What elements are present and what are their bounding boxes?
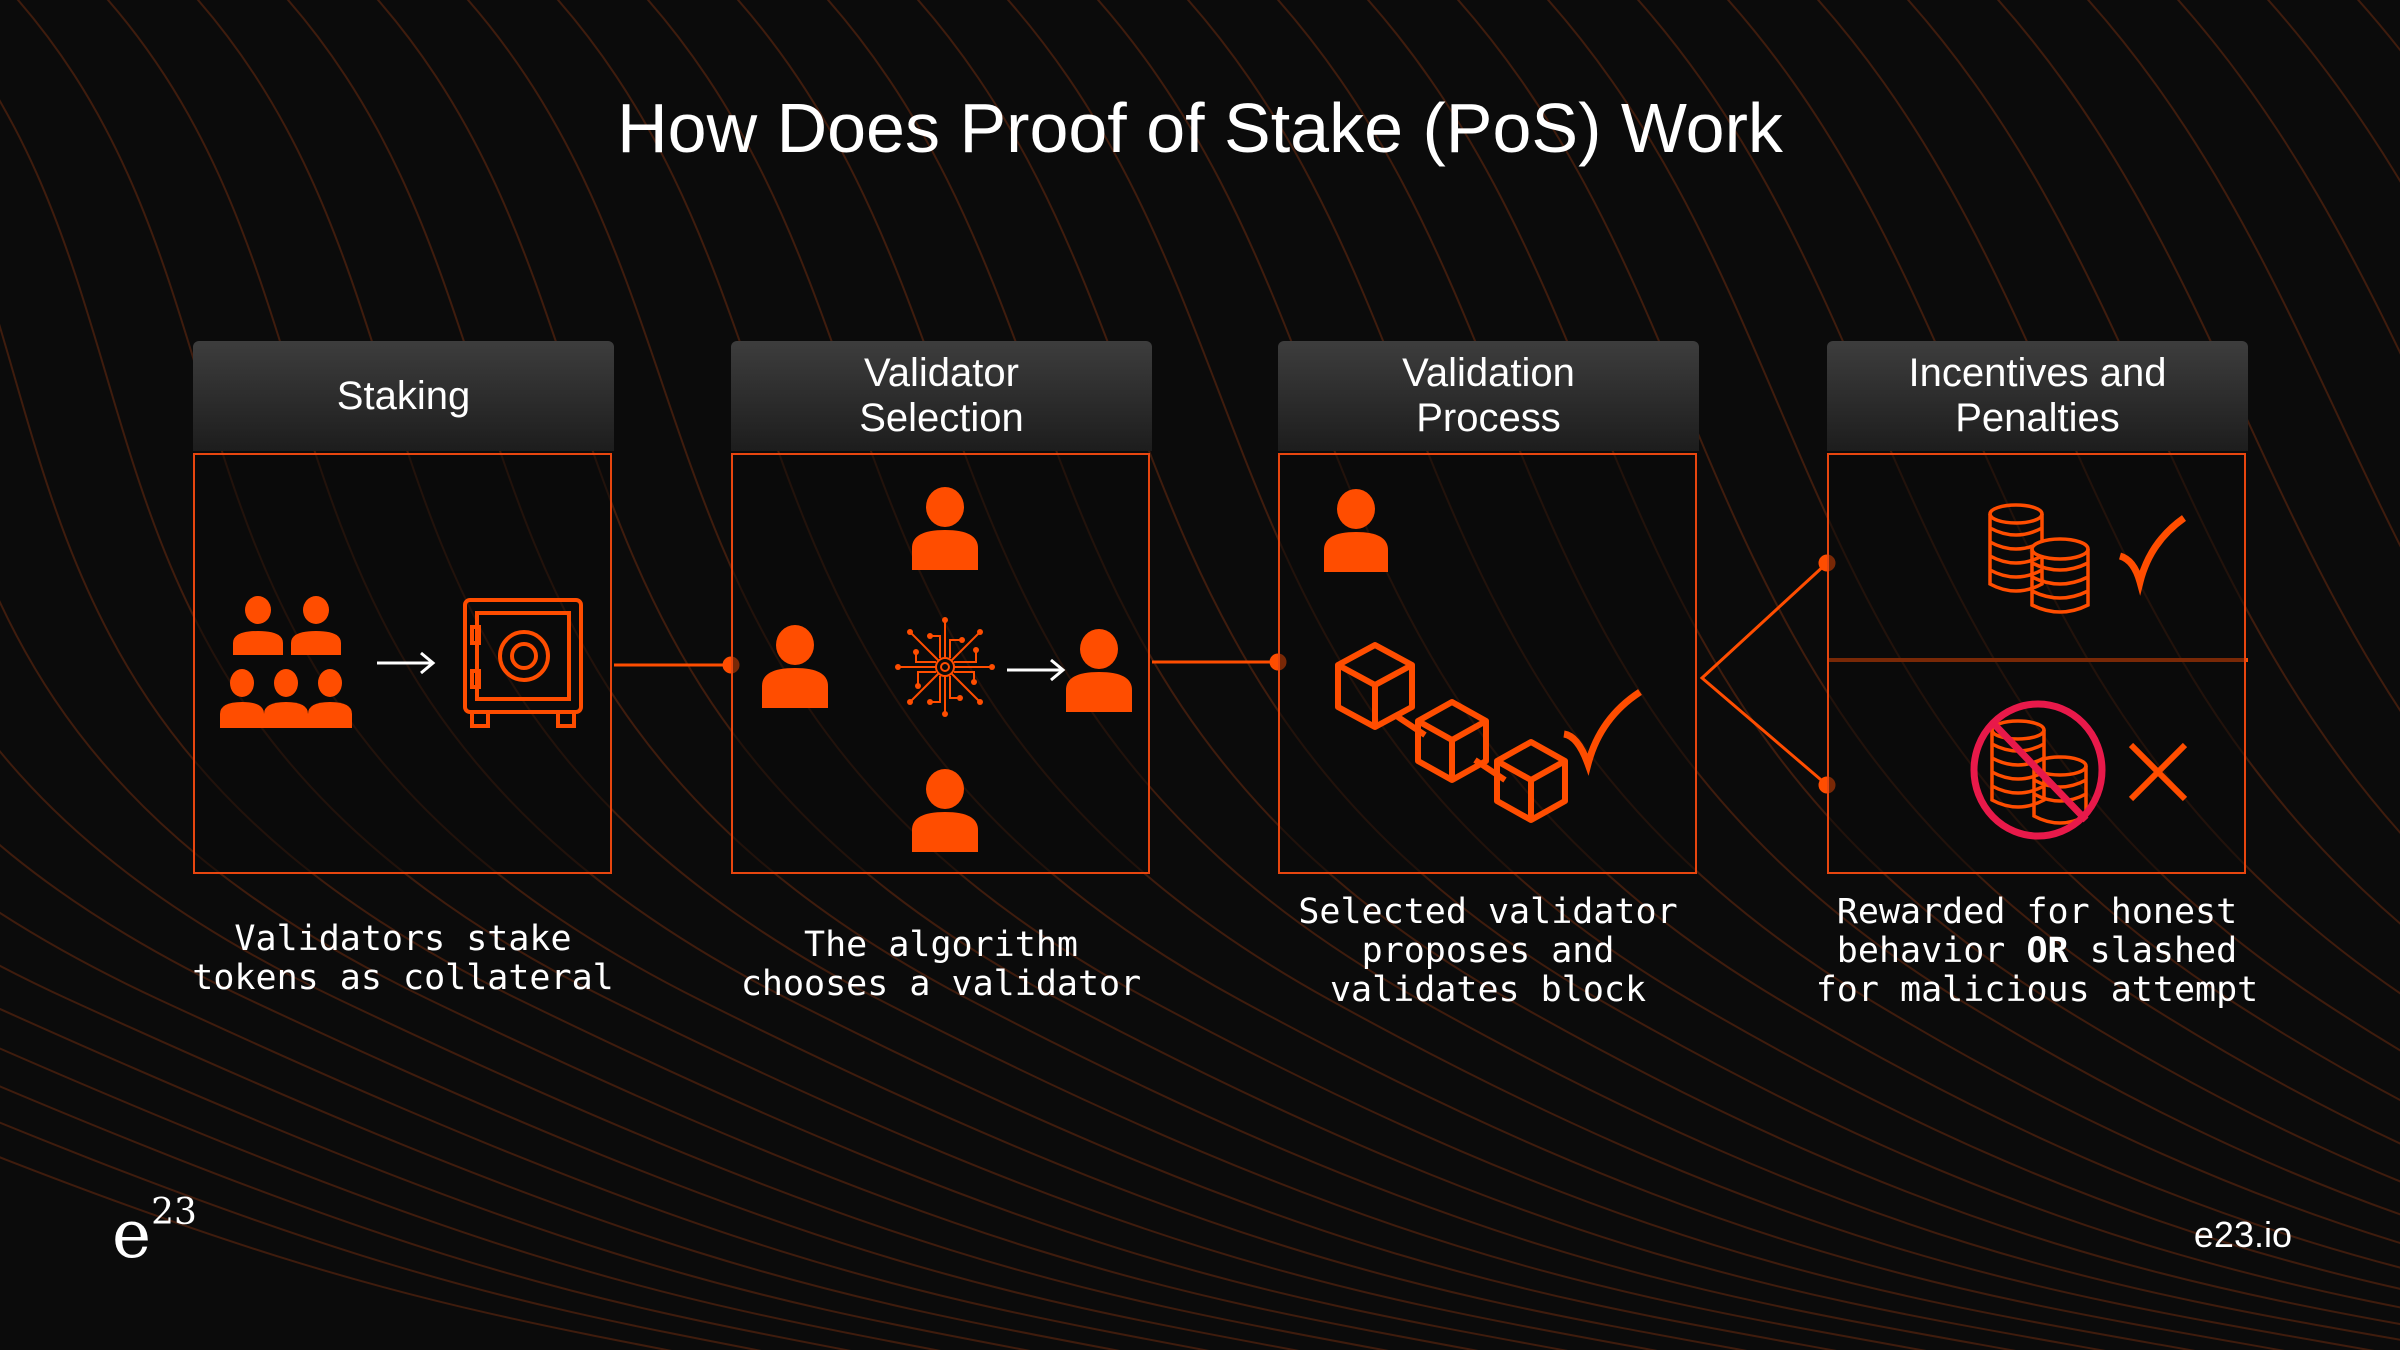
safe-vault-icon: [463, 598, 583, 728]
algorithm-circuit-icon: [895, 617, 995, 717]
contour-line: [1546, 0, 2400, 1102]
contour-line: [0, 99, 1658, 1350]
contour-line: [826, 0, 2400, 1326]
validator-candidate-icon: [912, 487, 978, 570]
contour-line: [0, 600, 1479, 1350]
caption-text: Rewarded for honest behavior: [1836, 892, 2238, 971]
contour-line: [736, 0, 2400, 1341]
contour-line: [0, 843, 1300, 1350]
contour-line: [0, 964, 1120, 1350]
contour-line: [916, 0, 2400, 1309]
logo-superscript: 23: [151, 1192, 197, 1233]
contour-line: [106, 0, 1837, 1350]
step-caption-staking: Validators stake tokens as collateral: [192, 919, 614, 998]
validator-candidate-icon: [912, 769, 978, 852]
contour-line: [646, 0, 2375, 1350]
contour-line: [1456, 0, 2400, 1145]
checkmark-icon: [2118, 515, 2187, 596]
validators-group-icon: [220, 596, 352, 728]
step-header-incentives-penalties: Incentives and Penalties: [1827, 341, 2248, 451]
selected-validator-icon: [1066, 629, 1132, 712]
reward-coins-icon: [1988, 503, 2090, 614]
step-header-validator-selection: Validator Selection: [731, 341, 1152, 451]
contour-line: [1006, 0, 2400, 1290]
e23-logo: e23: [112, 1192, 197, 1273]
validator-icon: [1324, 489, 1388, 572]
contour-line: [1276, 0, 2400, 1216]
contour-line: [1816, 0, 2400, 925]
step-caption-validation-process: Selected validator proposes and validate…: [1298, 892, 1678, 1010]
slashed-coins-icon: [1970, 700, 2106, 840]
contour-line: [376, 0, 2106, 1350]
contour-line: [1636, 0, 2400, 1052]
contour-line: [286, 0, 2017, 1350]
contour-line: [1726, 0, 2400, 995]
contour-line: [556, 0, 2286, 1350]
step-caption-validator-selection: The algorithm chooses a validator: [740, 925, 1142, 1004]
arrow-right-icon: [377, 651, 436, 675]
contour-line: [16, 0, 1748, 1350]
step-header-validation-process: Validation Process: [1278, 341, 1699, 451]
contour-line: [196, 0, 1927, 1350]
caption-text: slashed for malicious attempt: [1815, 931, 2259, 1010]
contour-line: [1366, 0, 2400, 1183]
contour-line: [0, 911, 1210, 1350]
contour-line: [0, 749, 1389, 1350]
checkmark-icon: [1563, 689, 1642, 776]
logo-letter: e: [112, 1196, 152, 1273]
page-title: How Does Proof of Stake (PoS) Work: [617, 89, 1783, 167]
contour-line: [2176, 0, 2400, 355]
validator-candidate-icon: [762, 625, 828, 708]
contour-line: [1996, 0, 2400, 712]
contour-line: [0, 1047, 941, 1350]
arrow-right-icon: [1007, 658, 1066, 682]
step-header-staking: Staking: [193, 341, 614, 451]
contour-line: [0, 1156, 672, 1350]
caption-emphasis: OR: [2026, 931, 2069, 971]
contour-line: [0, 1085, 852, 1350]
blockchain-blocks-icon: [1335, 642, 1568, 823]
step-caption-incentives-penalties: Rewarded for honest behavior OR slashed …: [1777, 893, 2297, 1010]
contour-line: [1906, 0, 2400, 834]
contour-line: [1096, 0, 2400, 1269]
contour-line: [0, 1121, 762, 1350]
contour-line: [1186, 0, 2400, 1244]
contour-line: [2086, 0, 2400, 548]
contour-line: [0, 323, 1569, 1350]
website-link[interactable]: e23.io: [2193, 1214, 2292, 1255]
cross-x-icon: [2128, 742, 2188, 802]
contour-line: [466, 0, 2196, 1350]
contour-line: [0, 1007, 1031, 1350]
